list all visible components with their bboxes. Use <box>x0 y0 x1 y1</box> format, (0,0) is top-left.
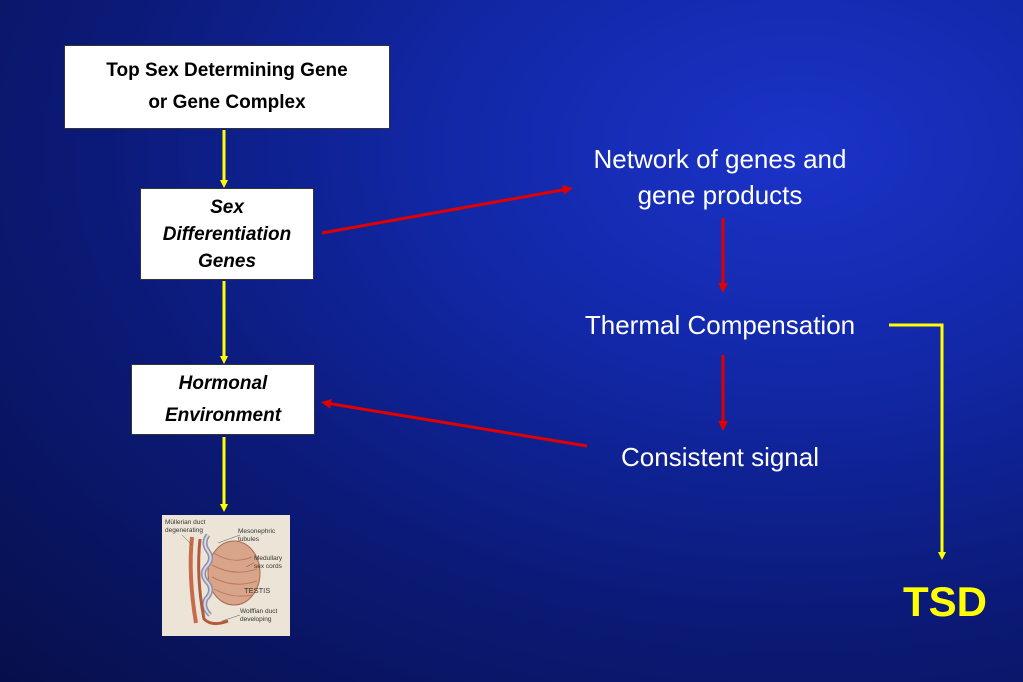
mullerian-label-line2: degenerating <box>165 526 203 534</box>
medullary-label: Medullary sex cords <box>254 555 282 570</box>
mesonephric-label-line1: Mesonephric <box>238 528 276 535</box>
tsd-label: TSD <box>903 578 987 625</box>
top-box-line1: Top Sex Determining Gene <box>106 60 348 81</box>
mullerian-label: Müllerian duct degenerating <box>165 519 205 534</box>
arrow-sexdiff-to-network <box>321 184 573 235</box>
sexdiff-line1: Sex <box>210 196 244 218</box>
testis-label: TESTIS <box>244 586 271 595</box>
network-of-genes-text: Network of genes and gene products <box>560 141 880 213</box>
hormonal-line2: Environment <box>164 404 282 426</box>
top-box-line2: or Gene Complex <box>148 92 306 113</box>
hormonal-line1: Hormonal <box>178 372 268 394</box>
network-line2: gene products <box>637 180 803 210</box>
arrow-thermal-to-tsd <box>889 323 946 560</box>
mesonephric-label: Mesonephric tubules <box>238 528 275 543</box>
sexdiff-line2: Differentiation <box>162 223 292 245</box>
mesonephric-label-line2: tubules <box>238 535 259 543</box>
arrow-consistent-to-hormonal <box>321 398 588 448</box>
sex-differentiation-genes-box: Sex Differentiation Genes <box>140 188 314 280</box>
network-line1: Network of genes and <box>593 144 847 174</box>
medullary-label-line1: Medullary <box>254 555 283 562</box>
thermal-compensation-text: Thermal Compensation <box>584 310 856 340</box>
top-sex-determining-gene-box: Top Sex Determining Gene or Gene Complex <box>64 45 390 129</box>
sexdiff-line3: Genes <box>197 250 257 272</box>
mullerian-label-line1: Müllerian duct <box>165 519 206 526</box>
testis-illustration: Müllerian duct degenerating Mesonephric … <box>162 515 290 636</box>
hormonal-environment-box: Hormonal Environment <box>131 364 315 435</box>
testis-drawing <box>181 533 261 626</box>
wolffian-label: Wolffian duct developing <box>240 608 277 623</box>
wolffian-label-line2: developing <box>240 615 272 623</box>
medullary-label-line2: sex cords <box>254 562 282 570</box>
consistent-signal-text: Consistent signal <box>621 442 819 472</box>
wolffian-label-line1: Wolffian duct <box>240 608 278 615</box>
